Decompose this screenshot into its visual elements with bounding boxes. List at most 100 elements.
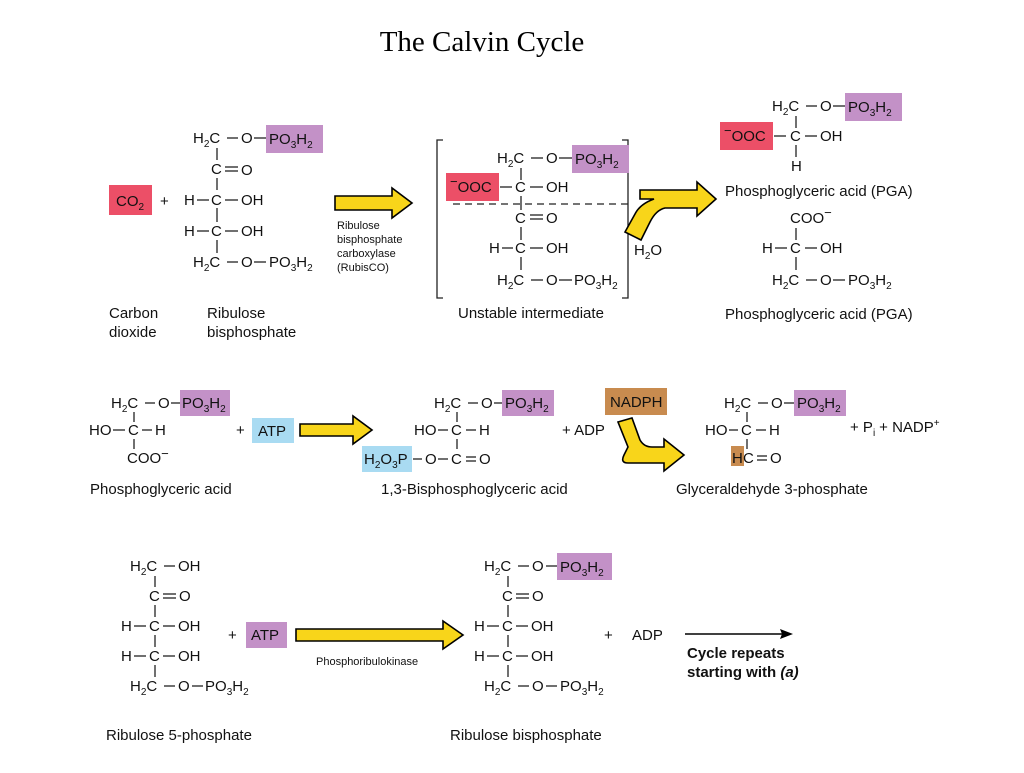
svg-text:OH: OH [178, 648, 201, 665]
plus-sign-1: + [160, 193, 169, 210]
svg-text:H: H [489, 240, 500, 257]
svg-text:H: H [155, 422, 166, 439]
svg-text:HO: HO [705, 422, 728, 439]
svg-text:H: H [479, 422, 490, 439]
phosphate-highlight-1 [266, 125, 323, 153]
svg-text:H2C: H2C [484, 678, 511, 698]
phosphate-highlight-3 [845, 93, 902, 121]
svg-text:H: H [769, 422, 780, 439]
svg-text:PO3H2: PO3H2 [560, 559, 604, 579]
svg-text:H2C: H2C [484, 558, 511, 578]
svg-text:H: H [121, 648, 132, 665]
svg-text:C: C [743, 450, 754, 467]
svg-text:C: C [502, 618, 513, 635]
svg-text:C: C [741, 422, 752, 439]
page-title: The Calvin Cycle [379, 26, 585, 58]
label-ribulose: Ribulose [207, 305, 265, 322]
svg-text:H2O3P: H2O3P [364, 451, 408, 471]
h2o-label: H2O [634, 242, 662, 262]
svg-text:C: C [515, 179, 526, 196]
label-unstable-intermediate: Unstable intermediate [458, 305, 604, 322]
svg-text:C: C [128, 422, 139, 439]
label-pga-step2: Phosphoglyceric acid [90, 481, 232, 498]
svg-text:O: O [425, 451, 437, 468]
bracket-right [622, 139, 629, 299]
svg-text:COO−: COO− [790, 205, 832, 227]
enzyme-line4: (RubisCO) [337, 262, 389, 274]
svg-text:C: C [790, 240, 801, 257]
plus-sign-3: + [228, 627, 237, 644]
adp-label: ADP [632, 627, 663, 644]
svg-text:C: C [451, 422, 462, 439]
pga-top-oh: OH [820, 128, 843, 145]
pga-bottom-coo: COO [790, 210, 824, 227]
svg-text:C: C [515, 210, 526, 227]
label-bpg: 1,3-Bisphosphoglyceric acid [381, 481, 568, 498]
label-dioxide: dioxide [109, 324, 157, 341]
svg-text:−OOC: −OOC [724, 123, 766, 145]
svg-text:OH: OH [820, 240, 843, 257]
svg-text:O: O [532, 558, 544, 575]
pga-top-ooc: OOC [732, 128, 766, 145]
svg-text:O: O [546, 272, 558, 289]
svg-text:H2C: H2C [193, 254, 220, 274]
svg-text:H2C: H2C [497, 272, 524, 292]
svg-text:−OOC: −OOC [450, 174, 492, 196]
svg-text:OH: OH [531, 648, 554, 665]
aldehyde-h-highlight [731, 446, 744, 466]
svg-text:C: C [211, 223, 222, 240]
cycle-repeats-line1: Cycle repeats [687, 645, 785, 662]
phosphate-highlight-2 [572, 145, 629, 173]
svg-text:PO3H2: PO3H2 [269, 254, 313, 274]
svg-text:PO3H2: PO3H2 [575, 151, 619, 171]
co2-highlight [109, 185, 152, 215]
svg-text:PO3H2: PO3H2 [269, 131, 313, 151]
svg-text:C: C [502, 648, 513, 665]
bpg-h2o3p: H [364, 451, 375, 468]
svg-text:PO3H2: PO3H2 [574, 272, 618, 292]
label-g3p: Glyceraldehyde 3-phosphate [676, 481, 868, 498]
phosphate-highlight-blue [362, 446, 412, 472]
svg-text:O: O [241, 162, 253, 179]
cycle-repeats-arrowhead [780, 629, 793, 639]
svg-text:OH: OH [546, 240, 569, 257]
svg-text:PO3H2: PO3H2 [182, 395, 226, 415]
svg-text:O: O [820, 272, 832, 289]
phosphate-highlight-5 [502, 390, 554, 416]
atp-highlight-1 [252, 418, 294, 443]
bracket-left [436, 139, 443, 299]
carboxylate-highlight-2 [720, 122, 773, 150]
svg-text:H: H [121, 618, 132, 635]
enzyme-line1: Ribulose [337, 220, 380, 232]
svg-text:OH: OH [241, 192, 264, 209]
svg-text:H2C: H2C [724, 395, 751, 415]
svg-text:H: H [762, 240, 773, 257]
svg-text:H: H [184, 192, 195, 209]
nadph-highlight [605, 388, 667, 415]
svg-text:C: C [149, 588, 160, 605]
svg-text:OH: OH [546, 179, 569, 196]
phosphate-highlight-7 [557, 553, 612, 580]
reaction-arrow-2 [623, 180, 718, 242]
reaction-arrow-5 [295, 619, 465, 651]
svg-text:O: O [241, 130, 253, 147]
svg-text:H2C: H2C [772, 272, 799, 292]
intermediate-ooc: OOC [458, 179, 492, 196]
pga-top-structure: H2C O PO3H2 −OOC C OH H [720, 93, 902, 175]
svg-text:PO3H2: PO3H2 [205, 678, 249, 698]
svg-text:PO3H2: PO3H2 [848, 99, 892, 119]
svg-text:OH: OH [178, 618, 201, 635]
label-pga-top: Phosphoglyceric acid (PGA) [725, 183, 913, 200]
cycle-repeats-line2: starting with (a) [687, 664, 799, 681]
rubp-regenerated-structure: H2C O PO3H2 C O H C OH H C OH H2C [474, 553, 612, 698]
rubp-row1: H2C [193, 130, 220, 150]
plus-adp-1: + ADP [562, 422, 605, 439]
nadph-label: NADPH [610, 394, 663, 411]
unstable-intermediate-structure: H2C O PO3H2 −OOC C OH C O H C OH [446, 145, 629, 292]
reaction-arrow-4 [616, 417, 686, 473]
enzyme-line2: bisphosphate [337, 234, 402, 246]
atp-label-2: ATP [251, 627, 279, 644]
svg-text:C: C [149, 618, 160, 635]
ribulose-5-phosphate-structure: H2C OH C O H C OH H C OH H2C O PO3H2 [121, 558, 249, 698]
enzyme-line3: carboxylase [337, 248, 396, 260]
